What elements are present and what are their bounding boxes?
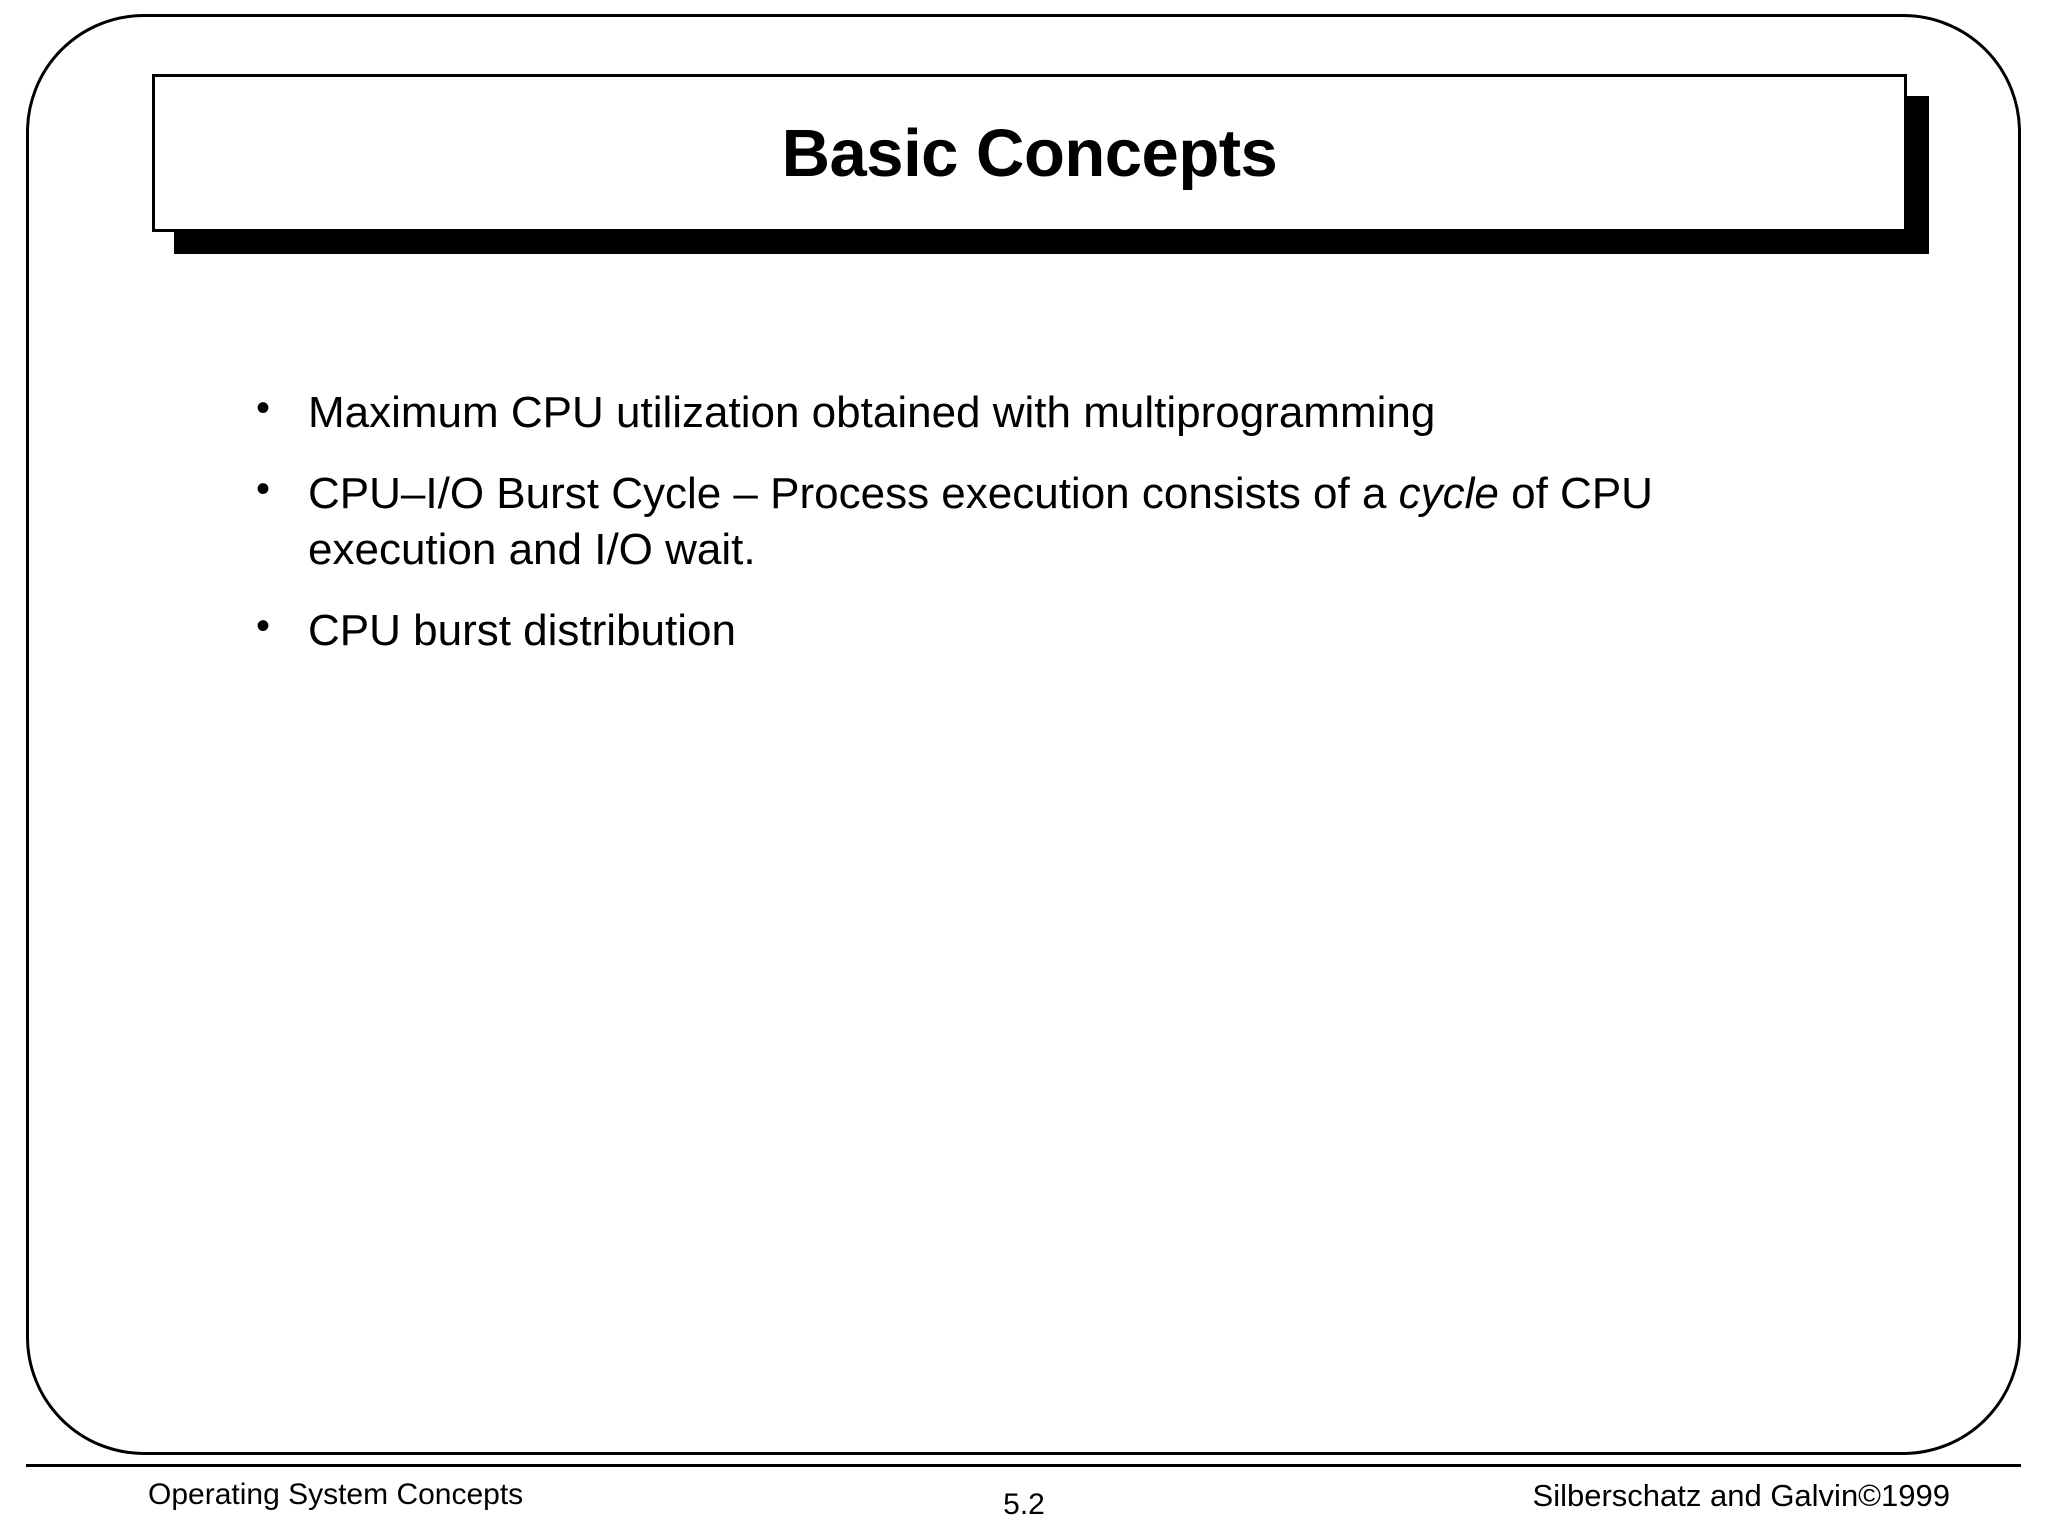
text-run: CPU burst distribution xyxy=(308,606,736,656)
footer-separator xyxy=(26,1464,2021,1467)
list-item-text: Maximum CPU utilization obtained with mu… xyxy=(308,385,1840,440)
list-item-text: CPU burst distribution xyxy=(308,603,1840,658)
list-item: • CPU–I/O Burst Cycle – Process executio… xyxy=(240,466,1840,577)
bullet-dot-icon: • xyxy=(256,604,271,649)
page-title: Basic Concepts xyxy=(781,115,1278,191)
title-block: Basic Concepts xyxy=(152,74,1929,254)
text-run: of CPU execution and I/O wait. xyxy=(308,469,1653,574)
emphasis-text-run: cycle xyxy=(1398,469,1499,519)
footer-page-number: 5.2 xyxy=(1003,1488,1045,1521)
list-item-text: CPU–I/O Burst Cycle – Process execution … xyxy=(308,466,1840,577)
text-run: CPU–I/O Burst Cycle – Process execution … xyxy=(308,469,1399,519)
bullet-dot-icon: • xyxy=(256,386,271,430)
bullet-list: • Maximum CPU utilization obtained with … xyxy=(240,385,1840,685)
title-box: Basic Concepts xyxy=(152,74,1907,232)
bullet-dot-icon: • xyxy=(256,467,271,512)
list-item: • CPU burst distribution xyxy=(240,603,1840,658)
footer-book-title: Operating System Concepts xyxy=(148,1478,524,1511)
footer-copyright: Silberschatz and Galvin©1999 xyxy=(1532,1478,1950,1513)
slide-frame xyxy=(26,14,2021,1455)
footer: Operating System Concepts 5.2 Silberscha… xyxy=(0,1478,2048,1536)
list-item: • Maximum CPU utilization obtained with … xyxy=(240,385,1840,440)
text-run: Maximum CPU utilization obtained with mu… xyxy=(308,388,1436,437)
